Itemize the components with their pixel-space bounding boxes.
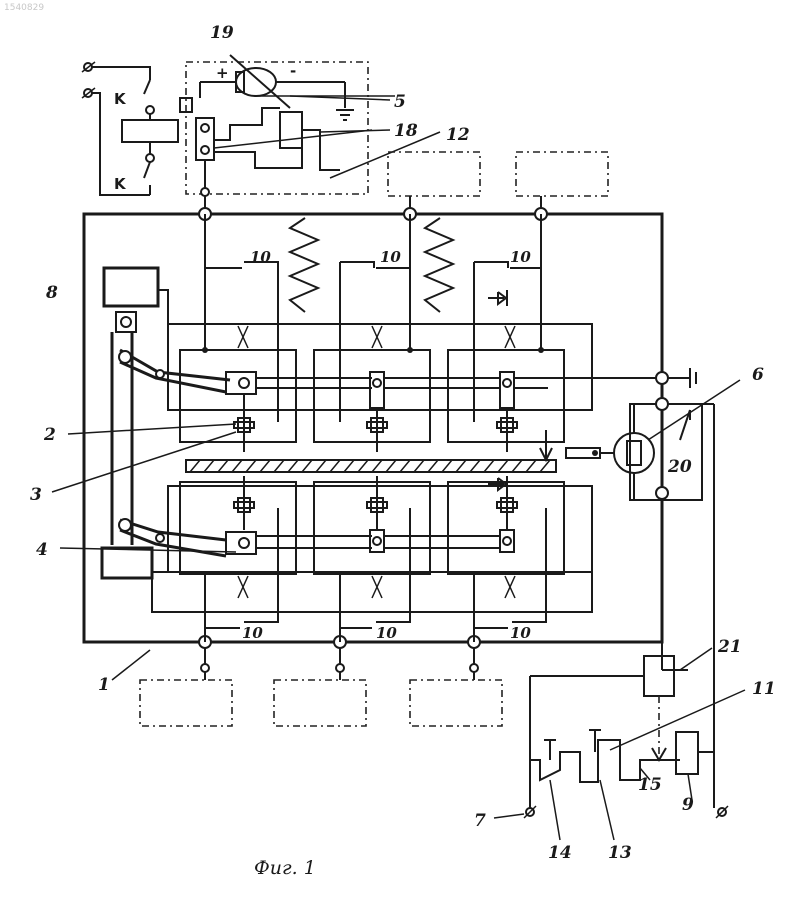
label-19: 19 (210, 23, 234, 43)
lower-bus-outer (152, 572, 592, 612)
relay-k-label-top: K (114, 90, 127, 108)
label-20: 20 (667, 457, 692, 477)
label-13: 13 (608, 843, 632, 863)
label-10-lower-3: 10 (510, 624, 531, 642)
label-8: 8 (45, 283, 58, 303)
corner-id: 1540829 (4, 3, 44, 13)
heater-coil-left (290, 218, 318, 312)
bottom-dashed-box-2 (274, 680, 366, 726)
label-12: 12 (446, 125, 470, 145)
plus-sign: + (216, 64, 229, 82)
relay-coil (122, 120, 178, 142)
label-18: 18 (394, 121, 418, 141)
label-1: 1 (98, 675, 110, 695)
label-10-upper-2: 10 (380, 248, 401, 266)
label-7: 7 (474, 811, 486, 831)
top-dashed-box-right (516, 152, 608, 196)
top-dashed-box-middle (388, 152, 480, 196)
label-4: 4 (36, 540, 48, 560)
bottom-dashed-box-3 (410, 680, 502, 726)
upper-bus-frame (168, 324, 592, 410)
label-10-upper-3: 10 (510, 248, 531, 266)
label-9: 9 (682, 795, 694, 815)
label-2: 2 (43, 425, 56, 445)
label-6: 6 (752, 365, 764, 385)
label-10-upper-1: 10 (250, 248, 271, 266)
label-21: 21 (717, 637, 742, 657)
leader-lines (52, 96, 745, 840)
upper-clamp-2 (370, 372, 384, 408)
label-10-lower-1: 10 (242, 624, 263, 642)
upper-clamp-3 (500, 372, 514, 408)
label-15: 15 (638, 775, 662, 795)
heater-coil-right (425, 218, 453, 312)
label-11: 11 (752, 679, 776, 699)
counterweight (102, 548, 152, 578)
lower-cell-2 (314, 482, 430, 574)
relay-k-circuit: K K (82, 62, 178, 195)
label-3: 3 (30, 485, 42, 505)
label-10-lower-2: 10 (376, 624, 397, 642)
relay-k-label-bottom: K (114, 175, 127, 193)
relay-21 (644, 656, 674, 696)
hatched-strip (186, 460, 556, 472)
actuator-8 (104, 268, 158, 306)
element-9 (676, 732, 698, 774)
label-14: 14 (548, 843, 572, 863)
figure-caption: Фиг. 1 (254, 857, 316, 879)
bottom-dashed-box-1 (140, 680, 232, 726)
lower-electrodes (234, 476, 517, 530)
label-5: 5 (394, 92, 406, 112)
minus-sign: - (290, 62, 296, 80)
